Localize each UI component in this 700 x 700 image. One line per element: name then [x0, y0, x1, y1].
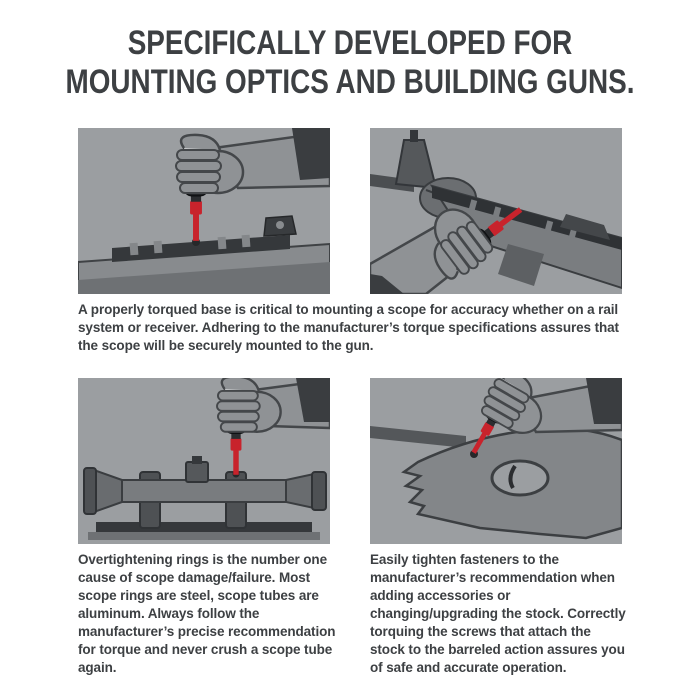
- receiver-rail-illustration: [370, 130, 622, 294]
- panel-scope-rings: [78, 378, 330, 544]
- header-line-1: SPECIFICALLY DEVELOPED FOR: [127, 24, 573, 62]
- header: SPECIFICALLY DEVELOPED FOR MOUNTING OPTI…: [0, 24, 700, 102]
- scope-rings-illustration: [83, 378, 330, 540]
- caption-base-mounting: A properly torqued base is critical to m…: [78, 302, 619, 353]
- header-line-2: MOUNTING OPTICS AND BUILDING GUNS.: [65, 63, 635, 101]
- panel-stock-screws: [370, 378, 622, 544]
- scope-base-illustration: [78, 128, 330, 294]
- caption-stock-screws: Easily tighten fasteners to the manufact…: [370, 552, 626, 675]
- panel-scope-base: [78, 128, 330, 294]
- hand: [174, 133, 245, 195]
- stock-screws-illustration: [370, 378, 622, 540]
- panel-receiver-rail: [370, 128, 622, 294]
- caption-scope-rings: Overtightening rings is the number one c…: [78, 552, 336, 675]
- hand: [215, 378, 282, 433]
